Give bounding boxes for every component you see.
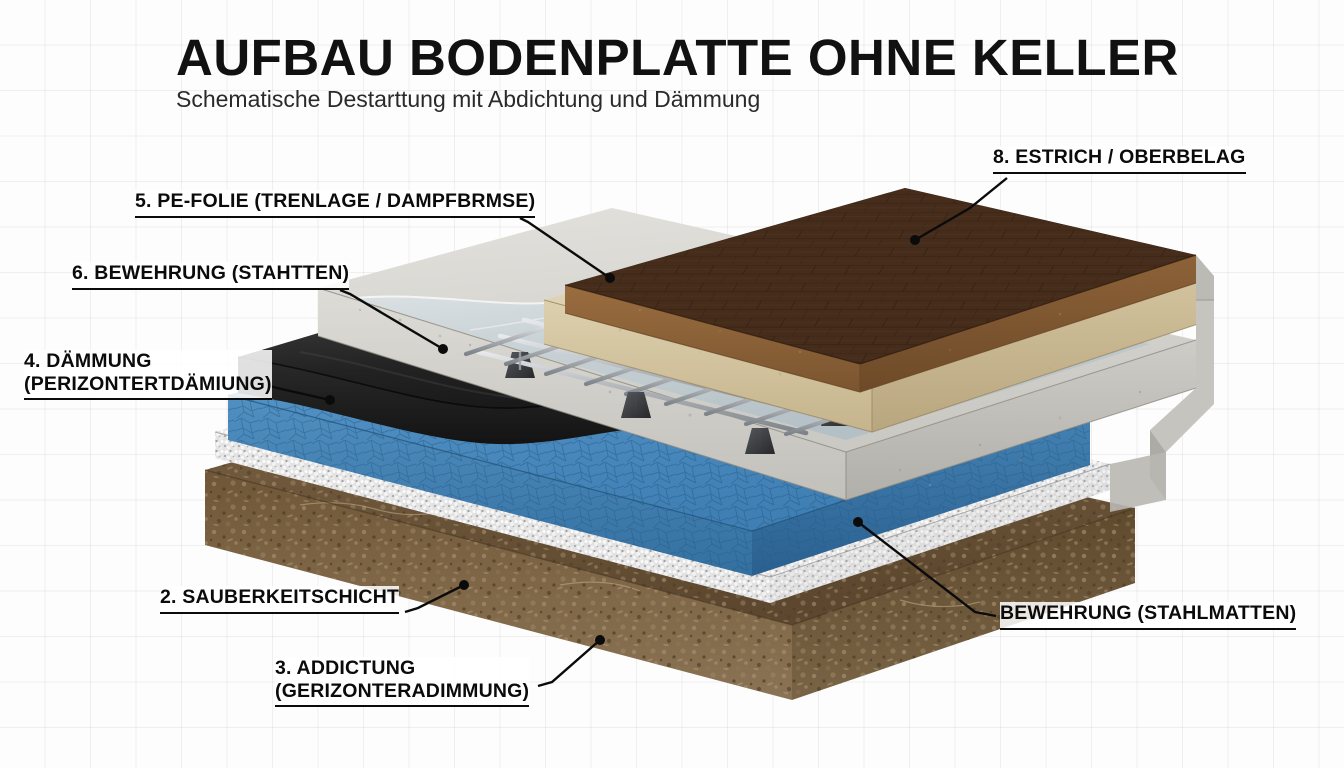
callout-label-daemmung: 4. DÄMMUNG (PERIZONTERTDÄMIUNG) [24,350,272,401]
callout-label-abdichtung-line1: 3. ADDICTUNG [275,657,416,679]
callout-label-stahlmatten: BEWEHRUNG (STAHLMATTEN) [1000,602,1297,630]
callout-label-estrich: 8. ESTRICH / OBERBELAG [993,146,1246,174]
foundation-edge-detail [1110,255,1214,512]
page-title: AUFBAU BODENPLATTE OHNE KELLER [176,29,1179,86]
leader-lines [262,177,1008,688]
callout-label-pe-folie: 5. PE-FOLIE (TRENLAGE / DAMPFBRMSE) [135,190,536,218]
callout-label-daemmung-line1: 4. DÄMMUNG [24,350,152,372]
callout-label-daemmung-line2: (PERIZONTERTDÄMIUNG) [24,372,272,395]
page-subtitle: Schematische Destarttung mit Abdichtung … [176,86,761,112]
callout-label-abdichtung-line2: (GERIZONTERADIMMUNG) [275,679,530,702]
callout-label-bewehrung: 6. BEWEHRUNG (STAHTTEN) [72,262,350,290]
callout-label-sauberkeitschicht: 2. SAUBERKEITSCHICHT [160,586,400,614]
callout-label-abdichtung: 3. ADDICTUNG (GERIZONTERADIMMUNG) [275,657,530,708]
leader-endpoints [325,235,920,645]
